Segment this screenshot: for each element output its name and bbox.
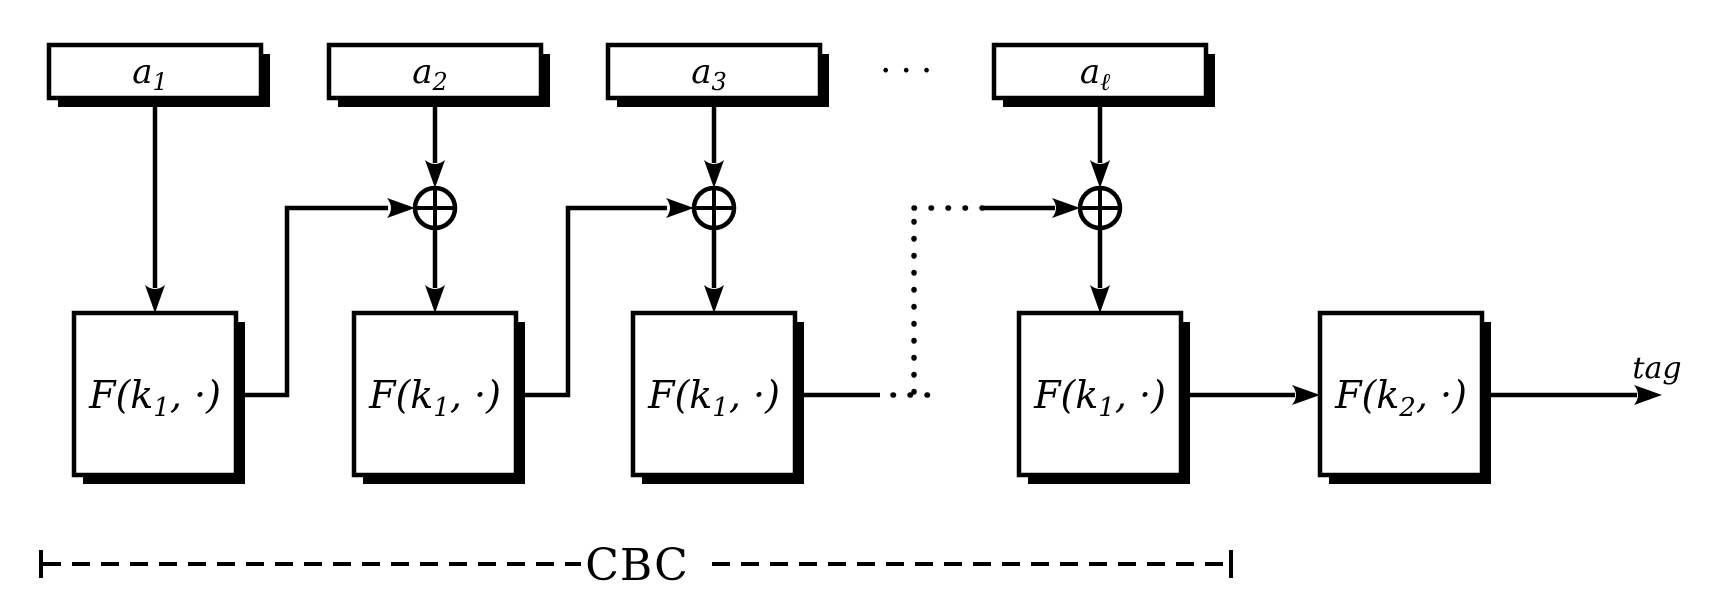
xor-node-3 bbox=[691, 185, 737, 231]
message-block-al-label: aℓ bbox=[1080, 52, 1110, 96]
message-block-a3-box bbox=[605, 42, 823, 101]
message-block-al: aℓ bbox=[991, 42, 1215, 107]
arrow-output-tag bbox=[1482, 385, 1662, 405]
cbc-bracket: CBC bbox=[39, 540, 1233, 591]
tag-label: tag bbox=[1632, 351, 1681, 386]
message-block-a2-box bbox=[326, 42, 544, 101]
f-block-3-box bbox=[630, 310, 798, 478]
xor-node-l bbox=[1077, 185, 1123, 231]
xor-node-2 bbox=[412, 185, 458, 231]
f-block-1-label: F(k1, ·) bbox=[88, 373, 221, 423]
f-block-k2-box bbox=[1317, 310, 1485, 478]
message-block-a1: a1 bbox=[46, 42, 270, 107]
arrow-a1-to-f1 bbox=[145, 98, 165, 313]
f-block-k2: F(k2, ·) bbox=[1317, 310, 1491, 484]
f-block-l-label: F(k1, ·) bbox=[1033, 373, 1166, 423]
f-block-3: F(k1, ·) bbox=[630, 310, 804, 484]
message-block-a1-box bbox=[46, 42, 264, 101]
f-block-3-label: F(k1, ·) bbox=[647, 373, 780, 423]
chain-f2-to-xor3 bbox=[516, 198, 694, 398]
chain-f1-to-xor2 bbox=[236, 198, 415, 398]
f-block-2-label: F(k1, ·) bbox=[368, 373, 501, 423]
message-block-a3: a3 bbox=[605, 42, 829, 107]
message-block-a2-label: a2 bbox=[412, 52, 448, 96]
cbc-bracket-label: CBC bbox=[585, 540, 688, 591]
message-block-a3-label: a3 bbox=[691, 52, 727, 96]
chain-fl-to-fk2 bbox=[1181, 385, 1320, 405]
arrow-xor3-to-f3 bbox=[704, 228, 724, 313]
arrow-a2-to-xor2 bbox=[425, 98, 445, 188]
f-block-l: F(k1, ·) bbox=[1016, 310, 1190, 484]
ellipsis-top: ··· bbox=[880, 51, 941, 92]
f-block-2: F(k1, ·) bbox=[351, 310, 525, 484]
f-block-2-box bbox=[351, 310, 519, 478]
arrow-xorl-to-fl bbox=[1090, 228, 1110, 313]
chain-f3-to-xorl-dotted bbox=[795, 198, 1080, 398]
arrow-a3-to-xor3 bbox=[704, 98, 724, 188]
arrow-al-to-xorl bbox=[1090, 98, 1110, 188]
arrow-xor2-to-f2 bbox=[425, 228, 445, 313]
message-block-a2: a2 bbox=[326, 42, 550, 107]
f-block-1: F(k1, ·) bbox=[71, 310, 245, 484]
f-block-1-box bbox=[71, 310, 239, 478]
f-block-l-box bbox=[1016, 310, 1184, 478]
f-block-k2-label: F(k2, ·) bbox=[1334, 373, 1467, 423]
message-block-a1-label: a1 bbox=[132, 52, 168, 96]
